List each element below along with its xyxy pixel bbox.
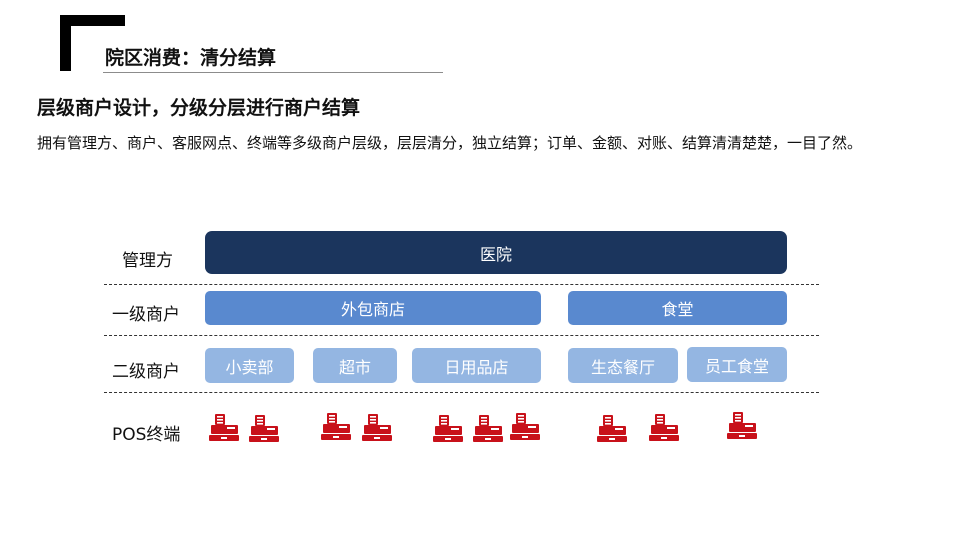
cash-register-icon xyxy=(473,415,503,442)
level2-box-supermarket: 超市 xyxy=(313,348,397,383)
level-divider xyxy=(104,284,819,285)
level-label-pos: POS终端 xyxy=(112,425,181,445)
level2-box-label: 日用品店 xyxy=(444,357,509,377)
cash-register-icon xyxy=(649,414,679,441)
level-label-admin: 管理方 xyxy=(122,251,173,271)
cash-register-icon xyxy=(727,412,757,439)
level-divider xyxy=(104,335,819,336)
level1-box-canteen: 食堂 xyxy=(568,291,787,325)
section-description: 拥有管理方、商户、客服网点、终端等多级商户层级，层层清分，独立结算；订单、金额、… xyxy=(37,134,863,152)
cash-register-icon xyxy=(249,415,279,442)
level1-box-outsourced-store: 外包商店 xyxy=(205,291,541,325)
level1-box-label: 食堂 xyxy=(661,300,694,319)
level-label-level1: 一级商户 xyxy=(112,305,180,325)
cash-register-icon xyxy=(209,414,239,441)
title-underline xyxy=(103,72,443,73)
page-title: 院区消费：清分结算 xyxy=(105,47,277,69)
cash-register-icon xyxy=(597,415,627,442)
level1-box-label: 外包商店 xyxy=(340,300,405,319)
corner-bracket-decoration xyxy=(60,15,125,71)
level2-box-label: 生态餐厅 xyxy=(590,357,655,377)
cash-register-icon xyxy=(433,415,463,442)
level2-box-daily-goods-store: 日用品店 xyxy=(412,348,541,383)
level2-box-eco-restaurant: 生态餐厅 xyxy=(568,348,678,383)
cash-register-icon xyxy=(321,413,351,440)
level2-box-label: 员工食堂 xyxy=(704,356,769,376)
level2-box-staff-canteen: 员工食堂 xyxy=(687,347,787,382)
admin-box-label: 医院 xyxy=(479,244,512,264)
level2-box-kiosk: 小卖部 xyxy=(205,348,294,383)
admin-box-hospital: 医院 xyxy=(205,231,787,274)
cash-register-icon xyxy=(362,414,392,441)
level2-box-label: 小卖部 xyxy=(225,357,274,377)
cash-register-icon xyxy=(510,413,540,440)
section-subtitle: 层级商户设计，分级分层进行商户结算 xyxy=(37,97,361,119)
level-label-level2: 二级商户 xyxy=(112,362,180,382)
level2-box-label: 超市 xyxy=(338,357,371,377)
level-divider xyxy=(104,392,819,393)
